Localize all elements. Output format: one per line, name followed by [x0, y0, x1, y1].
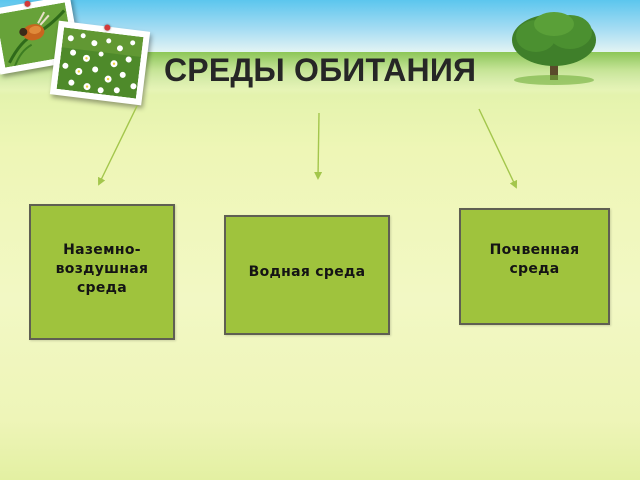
arrow-left: [98, 105, 138, 186]
habitat-box-water-label: Водная среда: [248, 263, 366, 280]
daisy-meadow-photo: [49, 20, 151, 106]
habitat-box-land-air-label: Наземно- воздушная среда: [55, 241, 149, 296]
habitat-box-water: Водная среда: [224, 215, 390, 335]
habitat-box-soil-label: Почвенная среда: [489, 241, 580, 277]
slide-title: СРЕДЫ ОБИТАНИЯ: [164, 52, 477, 88]
daisy-meadow-image: [56, 27, 144, 99]
arrow-right: [478, 108, 518, 189]
arrow-middle: [314, 112, 323, 180]
habitat-box-land-air: Наземно- воздушная среда: [29, 204, 175, 340]
tree-icon: [512, 12, 596, 85]
habitat-box-soil: Почвенная среда: [459, 208, 610, 325]
